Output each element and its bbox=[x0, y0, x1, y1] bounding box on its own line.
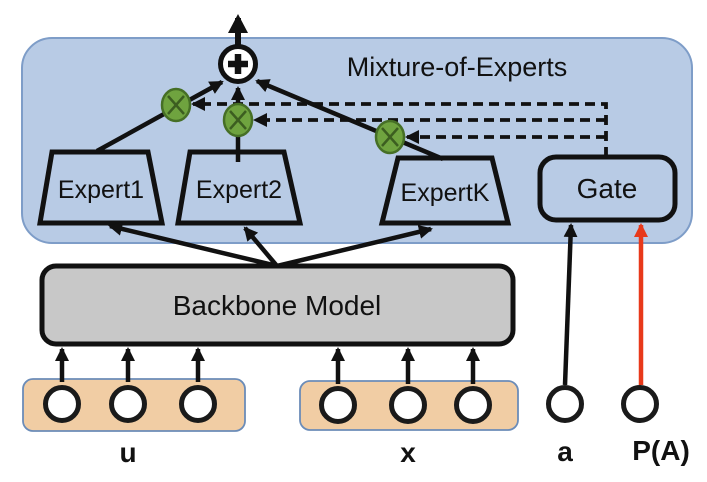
input-a-label: a bbox=[557, 436, 573, 467]
input-a-node bbox=[546, 385, 584, 423]
moe-title: Mixture-of-Experts bbox=[347, 52, 568, 82]
input-u3-node bbox=[179, 385, 217, 423]
backbone-box bbox=[39, 263, 516, 347]
multiply-node-3-icon bbox=[374, 119, 406, 155]
input-x2-node bbox=[389, 386, 427, 424]
input-u1-node bbox=[43, 385, 81, 423]
input-x3-node bbox=[454, 386, 492, 424]
gate-label: Gate bbox=[577, 173, 638, 204]
backbone-to-expert1-arrow bbox=[108, 221, 278, 269]
moe-container bbox=[21, 37, 693, 244]
multiply-node-2-icon bbox=[222, 102, 254, 138]
expertk-label: ExpertK bbox=[401, 179, 490, 207]
gate-to-multiply1-dashed-arrow bbox=[191, 97, 608, 157]
input-u2-node bbox=[109, 385, 147, 423]
backbone-to-expert2-arrow bbox=[243, 226, 279, 268]
expert2-trapezoid bbox=[175, 149, 304, 226]
backbone-label: Backbone Model bbox=[173, 290, 382, 321]
expertk-trapezoid bbox=[378, 155, 512, 226]
expert1-label: Expert1 bbox=[58, 176, 144, 204]
input-pa-node bbox=[621, 385, 659, 423]
sum-node-icon bbox=[218, 44, 258, 84]
backbone-to-expertk-arrow bbox=[276, 224, 433, 269]
input-x-label: x bbox=[400, 437, 416, 468]
input-x1-node bbox=[319, 386, 357, 424]
expert1-to-sum-arrow bbox=[95, 80, 224, 153]
expert1-trapezoid bbox=[37, 149, 166, 226]
multiply-node-1-icon bbox=[160, 87, 192, 123]
input-u-label: u bbox=[119, 437, 136, 468]
input-pa-label: P(A) bbox=[632, 435, 690, 466]
input-a-to-gate-arrow bbox=[562, 223, 578, 386]
expert2-label: Expert2 bbox=[196, 176, 282, 204]
gate-box bbox=[537, 154, 678, 223]
